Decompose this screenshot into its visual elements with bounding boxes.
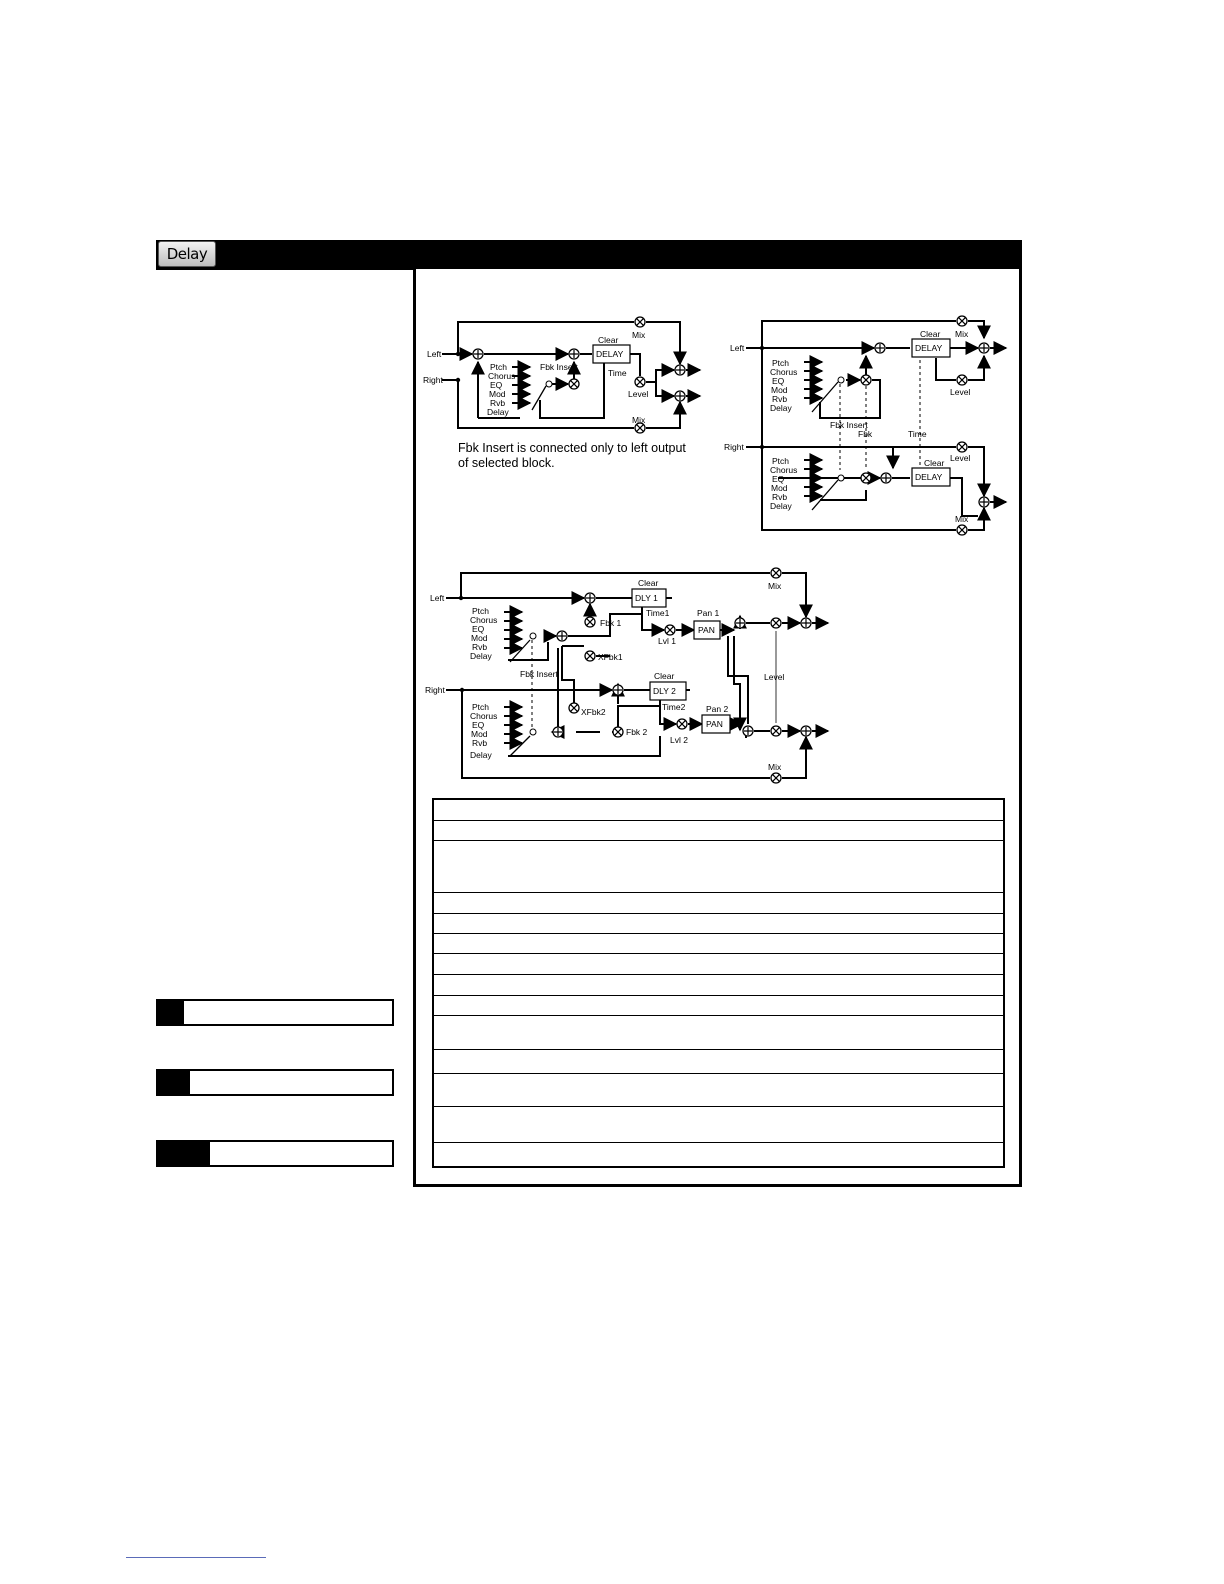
parameter-table (432, 798, 1005, 1168)
sidebar-block-3 (156, 1140, 394, 1167)
table-row (434, 1073, 1003, 1107)
table-row (434, 953, 1003, 975)
sidebar-block-3-cap (158, 1142, 210, 1165)
table-row (434, 1106, 1003, 1143)
footer-rule (126, 1557, 266, 1558)
table-row (434, 892, 1003, 914)
table-row (434, 1049, 1003, 1074)
table-row (434, 820, 1003, 841)
table-row (434, 933, 1003, 954)
table-row (434, 995, 1003, 1016)
sidebar-block-2 (156, 1069, 394, 1096)
table-row (434, 913, 1003, 934)
sidebar-block-2-cap (158, 1071, 190, 1094)
table-row (434, 840, 1003, 893)
section-header-bar (156, 240, 1022, 270)
sidebar-block-1 (156, 999, 394, 1026)
delay-tab-button[interactable]: Delay (158, 241, 216, 267)
sidebar-block-1-cap (158, 1001, 184, 1024)
table-row (434, 974, 1003, 996)
table-row (434, 1015, 1003, 1050)
table-row (434, 800, 1003, 821)
